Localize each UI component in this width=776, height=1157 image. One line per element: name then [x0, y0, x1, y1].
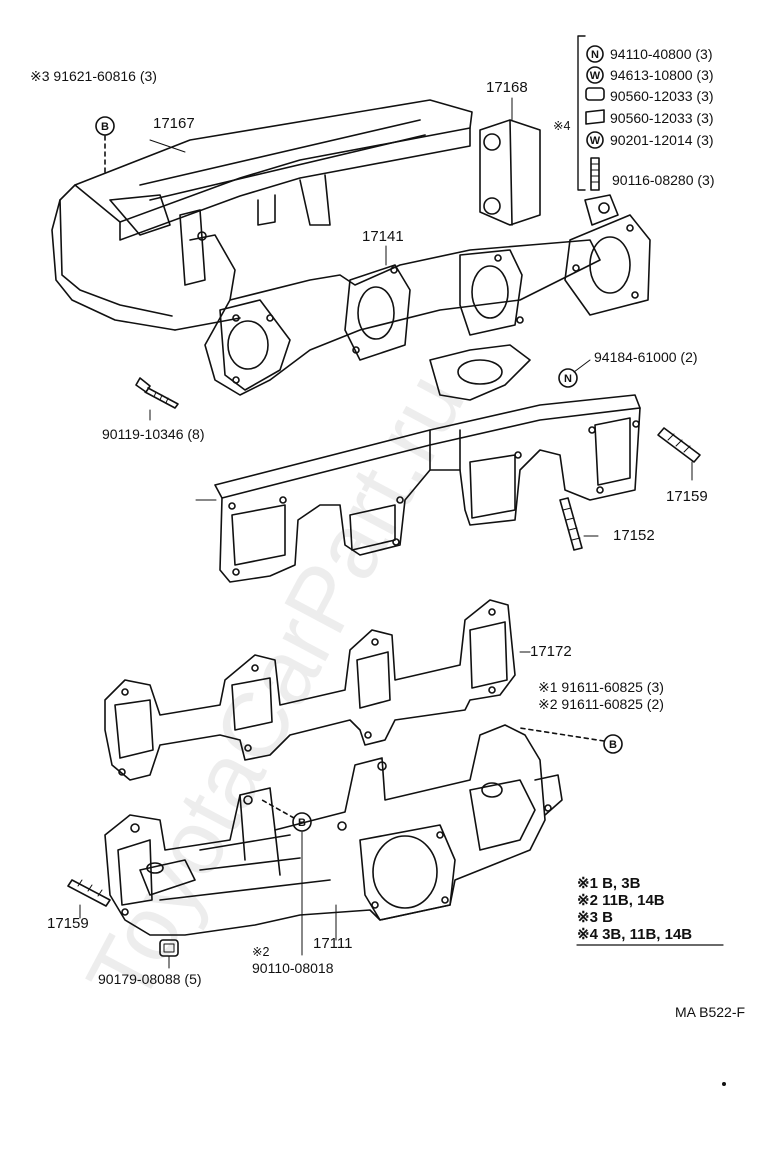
hardware-group-mark: ※4	[553, 119, 571, 133]
part-number-17159-left: 17159	[47, 915, 89, 932]
n-symbol-icon: N	[564, 373, 572, 385]
hardware-item-cushion-2: 90560-12033 (3)	[610, 110, 714, 126]
figure-code: MA B522-F	[675, 1004, 746, 1020]
part-number-17141: 17141	[362, 228, 404, 245]
note-line-3: ※3 B	[577, 909, 613, 926]
b-symbol-icon: B	[101, 121, 109, 133]
part-number-17168: 17168	[486, 79, 528, 96]
hardware-item-washer: 94613-10800 (3)	[610, 67, 714, 83]
hardware-item-nut: 94110-40800 (3)	[610, 46, 713, 62]
part-number-17159-right: 17159	[666, 488, 708, 505]
callout-bolt-b-2: ※2 91611-60825 (2)	[538, 696, 664, 712]
note-line-1: ※1 B, 3B	[577, 875, 641, 892]
part-number-17152: 17152	[613, 527, 655, 544]
w-symbol-icon: W	[590, 135, 601, 147]
callout-bolt-bottom-mark: ※2	[252, 945, 270, 959]
callout-bolt-bottom: 90110-08018	[252, 960, 334, 976]
insulator-bracket-part	[479, 119, 541, 226]
w-symbol-icon: W	[590, 70, 601, 82]
b-symbol-icon: B	[298, 817, 306, 829]
hardware-item-stud: 90116-08280 (3)	[612, 172, 715, 188]
callout-bolt-b-1: ※1 91611-60825 (3)	[538, 679, 664, 695]
note-line-2: ※2 11B, 14B	[577, 892, 665, 909]
note-line-4: ※4 3B, 11B, 14B	[577, 926, 693, 943]
lower-insulator-part	[214, 394, 641, 583]
manifold-flange-part	[204, 194, 651, 401]
n-symbol-icon: N	[591, 49, 599, 61]
part-number-17111: 17111	[313, 935, 353, 952]
hardware-item-cushion-1: 90560-12033 (3)	[610, 88, 714, 104]
part-number-17167: 17167	[153, 115, 195, 132]
callout-bolt-top-left: ※3 91621-60816 (3)	[30, 68, 157, 84]
exhaust-manifold-part	[104, 724, 563, 936]
heat-insulator-part	[51, 99, 473, 331]
part-number-17172: 17172	[530, 643, 572, 660]
hardware-item-washer-2: 90201-12014 (3)	[610, 132, 714, 148]
lower-gasket-part	[104, 599, 516, 781]
b-symbol-icon: B	[609, 739, 617, 751]
callout-nut-bottom: 90179-08088 (5)	[98, 971, 202, 987]
callout-nut-n: 94184-61000 (2)	[594, 349, 698, 365]
callout-bolt-lower-left: 90119-10346 (8)	[102, 426, 205, 442]
